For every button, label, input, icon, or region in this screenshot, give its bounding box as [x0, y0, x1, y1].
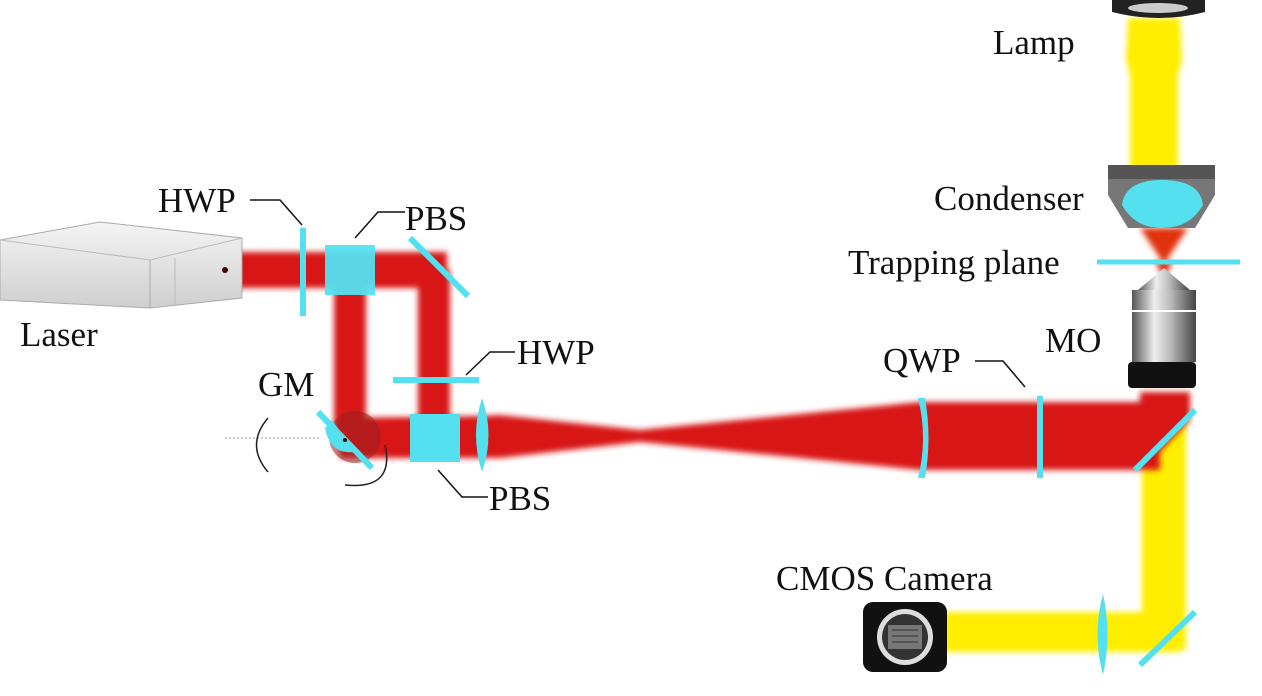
dichroic-mirror — [1132, 407, 1198, 473]
optics — [300, 228, 1240, 675]
leader-lines — [250, 199, 1026, 498]
label-trapping-plane: Trapping plane — [848, 243, 1060, 282]
microscope-objective — [1128, 268, 1196, 388]
label-gm: GM — [258, 365, 314, 404]
lamp — [1112, 0, 1205, 18]
hwp-1 — [300, 228, 306, 316]
label-laser: Laser — [20, 315, 98, 354]
pbs-1-cube — [325, 245, 375, 295]
laser-beam — [225, 228, 1190, 470]
lens-camera — [1097, 594, 1108, 675]
illumination-beam — [940, 18, 1186, 652]
label-condenser: Condenser — [934, 179, 1084, 218]
label-hwp-1: HWP — [158, 181, 236, 220]
label-pbs-1: PBS — [405, 199, 467, 238]
pbs-2-cube — [410, 414, 460, 462]
label-qwp: QWP — [883, 341, 961, 380]
condenser — [1108, 165, 1215, 228]
label-mo: MO — [1045, 321, 1101, 360]
mirror-1 — [407, 235, 471, 299]
qwp — [1037, 396, 1043, 478]
mirror-camera — [1137, 609, 1198, 668]
qwp-lens — [918, 398, 929, 478]
label-hwp-2: HWP — [517, 333, 595, 372]
hwp-2 — [393, 377, 479, 383]
label-lamp: Lamp — [993, 23, 1075, 62]
lens-1 — [476, 398, 489, 472]
cmos-camera — [863, 602, 947, 672]
label-cmos-camera: CMOS Camera — [776, 559, 993, 598]
galvo-mirror — [225, 409, 388, 487]
laser-source — [0, 221, 243, 309]
label-pbs-2: PBS — [489, 479, 551, 518]
